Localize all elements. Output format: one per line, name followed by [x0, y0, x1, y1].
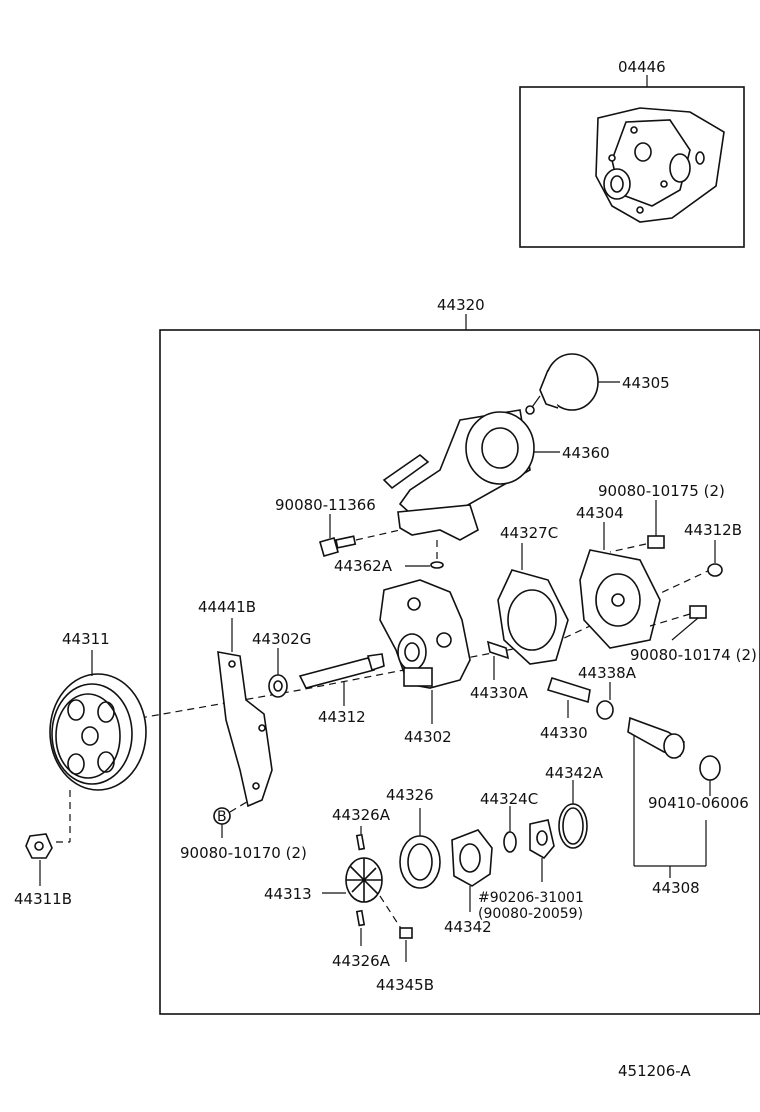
label-44330: 44330	[540, 724, 588, 742]
label-44312: 44312	[318, 708, 366, 726]
label-44324C: 44324C	[480, 790, 538, 808]
cap-90410-06006: 90410-06006	[648, 755, 749, 812]
label-44326: 44326	[386, 786, 434, 804]
spring-44330A: 44330A	[470, 640, 529, 702]
ring-44324C: 44324C	[480, 790, 538, 853]
diagram-code: 451206-A	[618, 1062, 691, 1080]
pulley-44311: 44311	[49, 630, 147, 843]
label-44441B: 44441B	[198, 598, 256, 616]
label-90080-11366: 90080-11366	[275, 496, 376, 514]
fitting-44308: 44308	[627, 716, 707, 897]
label-44360: 44360	[562, 444, 610, 462]
cam-ring-44342: 44342	[444, 829, 493, 936]
shaft-44312: 44312	[298, 653, 385, 726]
label-90080-10174: 90080-10174 (2)	[630, 646, 757, 664]
label-90206-31001: #90206-31001	[478, 890, 584, 906]
bracket-44441B: 44441B	[198, 598, 273, 808]
o-ring-44342A: 44342A	[545, 764, 604, 849]
label-44345B: 44345B	[376, 976, 434, 994]
o-ring-44338A: 44338A	[578, 664, 637, 720]
plate-90206-31001: #90206-31001 (90080-20059)	[478, 819, 584, 922]
label-44342A: 44342A	[545, 764, 604, 782]
valve-44330: 44330	[540, 677, 591, 742]
label-90410-06006: 90410-06006	[648, 794, 749, 812]
label-44338A: 44338A	[578, 664, 637, 682]
nut-44312B: 44312B	[684, 521, 742, 577]
label-44312B: 44312B	[684, 521, 742, 539]
assembly-frame	[159, 329, 760, 1015]
gasket-44327C: 44327C	[497, 524, 569, 665]
label-44326A-bottom: 44326A	[332, 952, 391, 970]
label-90080-10175: 90080-10175 (2)	[598, 482, 725, 500]
gasket-kit-illustration	[595, 107, 725, 223]
label-44304: 44304	[576, 504, 624, 522]
label-44330A: 44330A	[470, 684, 529, 702]
kit-label: 04446	[618, 58, 666, 76]
bolt-90080-11366: 90080-11366	[275, 496, 401, 557]
bolt-90080-10170: B 90080-10170 (2)	[180, 799, 307, 862]
assembly-44320-group: 44320	[159, 296, 760, 1015]
label-90080-20059: (90080-20059)	[478, 906, 583, 922]
label-44311B: 44311B	[14, 890, 72, 908]
o-ring-44362A: 44362A	[334, 540, 444, 575]
marker-b: B	[217, 809, 227, 825]
label-44313: 44313	[264, 885, 312, 903]
label-44327C: 44327C	[500, 524, 558, 542]
plate-44326: 44326	[386, 786, 441, 889]
seal-44302G: 44302G	[252, 630, 311, 698]
assembly-label: 44320	[437, 296, 485, 314]
pin-44326A-bottom: 44326A	[332, 909, 391, 970]
label-44302G: 44302G	[252, 630, 311, 648]
label-44311: 44311	[62, 630, 110, 648]
label-44342: 44342	[444, 918, 492, 936]
kit-frame	[519, 86, 745, 248]
rotor-44313: 44313	[264, 857, 403, 931]
bolt-90080-10175: 90080-10175 (2)	[598, 482, 725, 553]
label-44302: 44302	[404, 728, 452, 746]
bolt-90080-10174: 90080-10174 (2)	[630, 605, 757, 664]
label-90080-10170: 90080-10170 (2)	[180, 844, 307, 862]
label-44308: 44308	[652, 879, 700, 897]
cover-44304: 44304	[576, 504, 661, 649]
label-44305: 44305	[622, 374, 670, 392]
pin-44326A-top: 44326A	[332, 806, 391, 851]
reservoir-44360: 44360	[382, 409, 610, 541]
kit-04446-group: 04446	[519, 58, 745, 248]
nut-44311B: 44311B	[14, 833, 72, 908]
pump-body-44302: 44302	[379, 579, 471, 746]
reservoir-cap-44305: 44305	[525, 353, 670, 415]
label-44326A-top: 44326A	[332, 806, 391, 824]
vane-44345B: 44345B	[376, 927, 434, 994]
label-44362A: 44362A	[334, 557, 393, 575]
